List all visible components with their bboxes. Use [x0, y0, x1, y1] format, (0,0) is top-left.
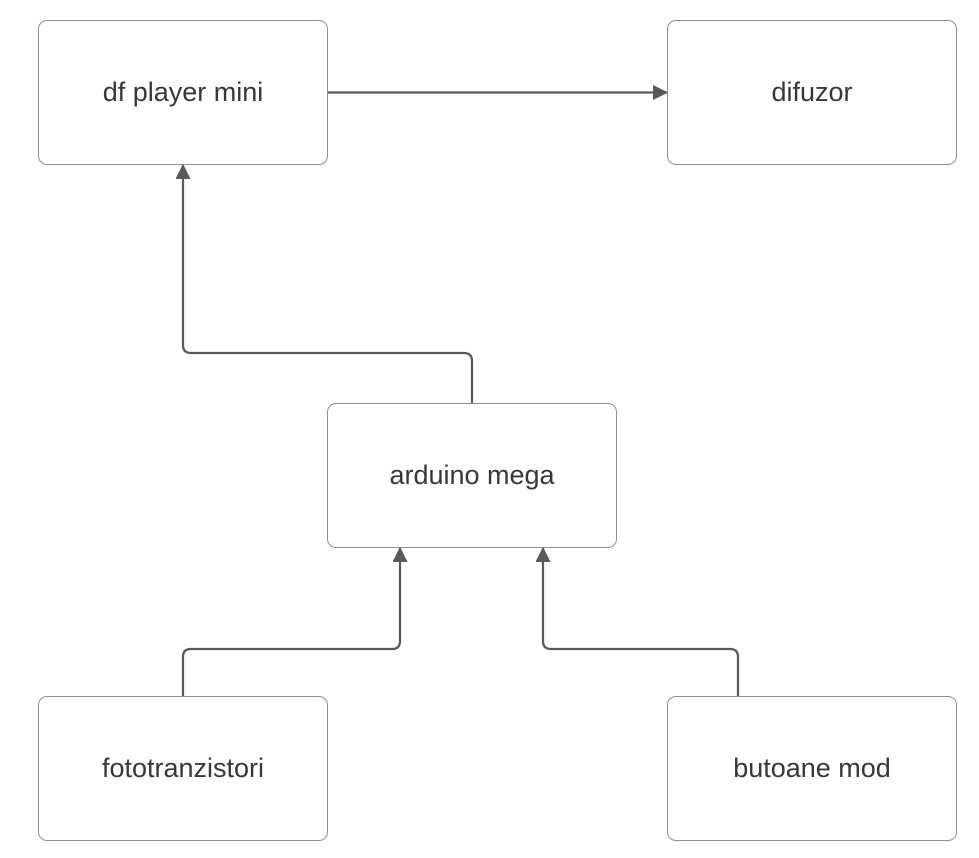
node-fototranzistori: fototranzistori	[38, 696, 328, 841]
edge-fototranzistori-to-arduino-mega	[181, 548, 400, 696]
node-df-player-mini-label: df player mini	[102, 77, 264, 108]
node-butoane-mod: butoane mod	[667, 696, 957, 841]
edge-arduino-mega-to-df-player-mini	[183, 165, 474, 403]
node-arduino-mega-label: arduino mega	[389, 460, 555, 491]
node-df-player-mini: df player mini	[38, 20, 328, 165]
node-difuzor: difuzor	[667, 20, 957, 165]
node-arduino-mega: arduino mega	[327, 403, 617, 548]
edge-butoane-mod-to-arduino-mega	[543, 548, 740, 696]
node-difuzor-label: difuzor	[771, 77, 853, 108]
node-butoane-mod-label: butoane mod	[733, 753, 891, 784]
node-fototranzistori-label: fototranzistori	[101, 753, 265, 784]
